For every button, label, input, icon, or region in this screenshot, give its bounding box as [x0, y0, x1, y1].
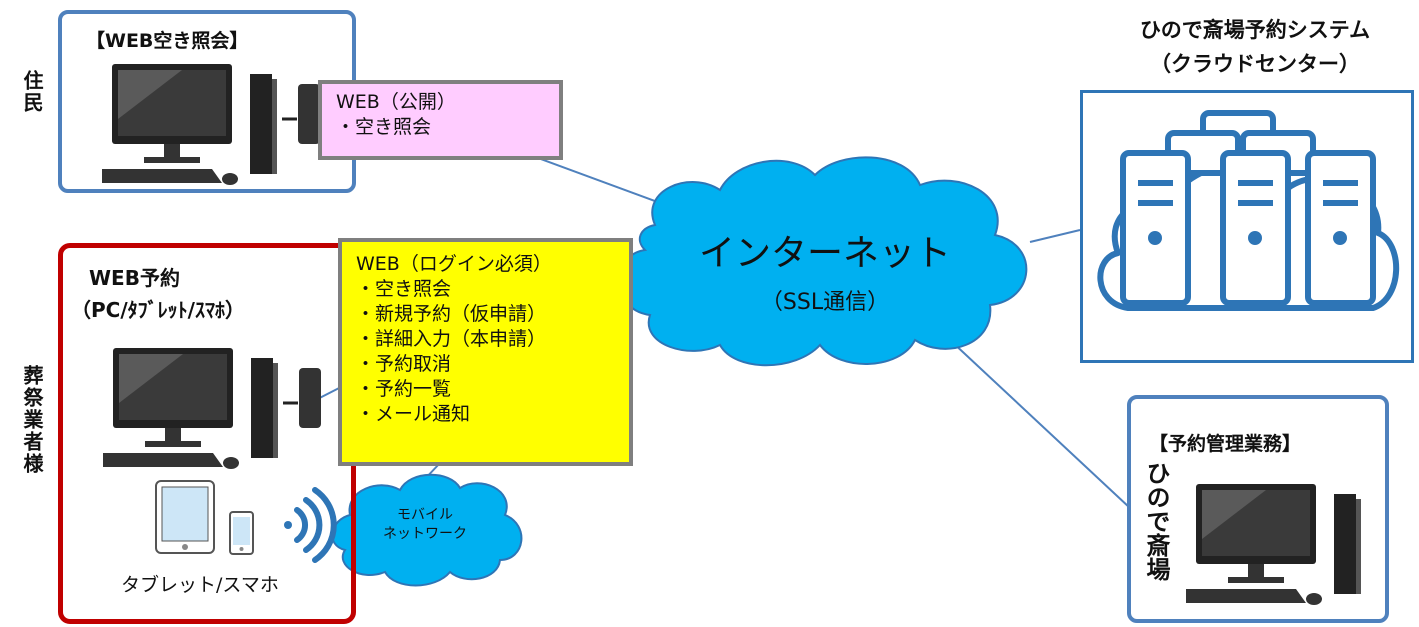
- residents-note-line: WEB（公開）: [336, 91, 456, 113]
- funeral-note-line: ・詳細入力（本申請）: [356, 328, 547, 350]
- funeral-note-line: ・空き照会: [356, 278, 452, 300]
- funeral-note-line: ・予約取消: [356, 353, 452, 375]
- funeral-note-line: WEB（ログイン必須）: [356, 253, 552, 275]
- funeral-web-note: WEB（ログイン必須） ・空き照会 ・新規予約（仮申請） ・詳細入力（本申請） …: [338, 238, 633, 466]
- system-title: ひので斎場予約システム: [1139, 18, 1371, 42]
- management-box-title: 【予約管理業務】: [1149, 433, 1302, 455]
- mobile-network-cloud-icon: [331, 473, 523, 587]
- funeral-note-line: ・予約一覧: [356, 378, 452, 400]
- cloud-servers-icon: [1097, 110, 1400, 311]
- desktop-pc-icon: [97, 59, 342, 193]
- management-side-label: ひので斎場: [1142, 461, 1170, 581]
- desktop-pc-icon: [98, 343, 343, 477]
- residents-side-label: 住民: [20, 70, 44, 114]
- tablet-label: タブレット/スマホ: [121, 574, 279, 596]
- funeral-side-label: 葬祭業者様: [20, 365, 44, 475]
- cloud-center-box: [1080, 90, 1414, 363]
- residents-web-box: 【WEB空き照会】: [58, 10, 356, 193]
- system-subtitle: （クラウドセンター）: [1150, 52, 1360, 76]
- mobile-network-line: モバイル: [397, 507, 453, 523]
- residents-web-note: WEB（公開） ・空き照会: [318, 80, 563, 160]
- tablet-icon: [155, 480, 217, 560]
- connector-internet-system: [1029, 229, 1081, 243]
- funeral-note-line: ・メール通知: [356, 403, 471, 425]
- internet-cloud-icon: [618, 156, 1028, 367]
- smartphone-icon: [229, 511, 255, 560]
- wifi-signal-icon: [284, 487, 337, 563]
- residents-note-line: ・空き照会: [336, 116, 432, 138]
- residents-box-title: 【WEB空き照会】: [86, 30, 249, 52]
- funeral-box-title: WEB予約: [89, 266, 180, 290]
- internet-subtitle: （SSL通信）: [760, 290, 890, 315]
- funeral-note-line: ・新規予約（仮申請）: [356, 303, 547, 325]
- desktop-pc-icon: [1181, 479, 1376, 613]
- connector-internet-management: [949, 339, 1131, 509]
- funeral-box-subtitle: （PC/ﾀﾌﾞﾚｯﾄ/ｽﾏﾎ）: [71, 298, 245, 322]
- internet-title: インターネット: [698, 233, 951, 274]
- management-box: 【予約管理業務】 ひので斎場: [1127, 395, 1389, 623]
- funeral-web-box: WEB予約 （PC/ﾀﾌﾞﾚｯﾄ/ｽﾏﾎ） タブレッ: [58, 243, 356, 624]
- mobile-network-label: モバイル ネットワーク: [365, 506, 485, 544]
- mobile-network-line: ネットワーク: [383, 526, 467, 542]
